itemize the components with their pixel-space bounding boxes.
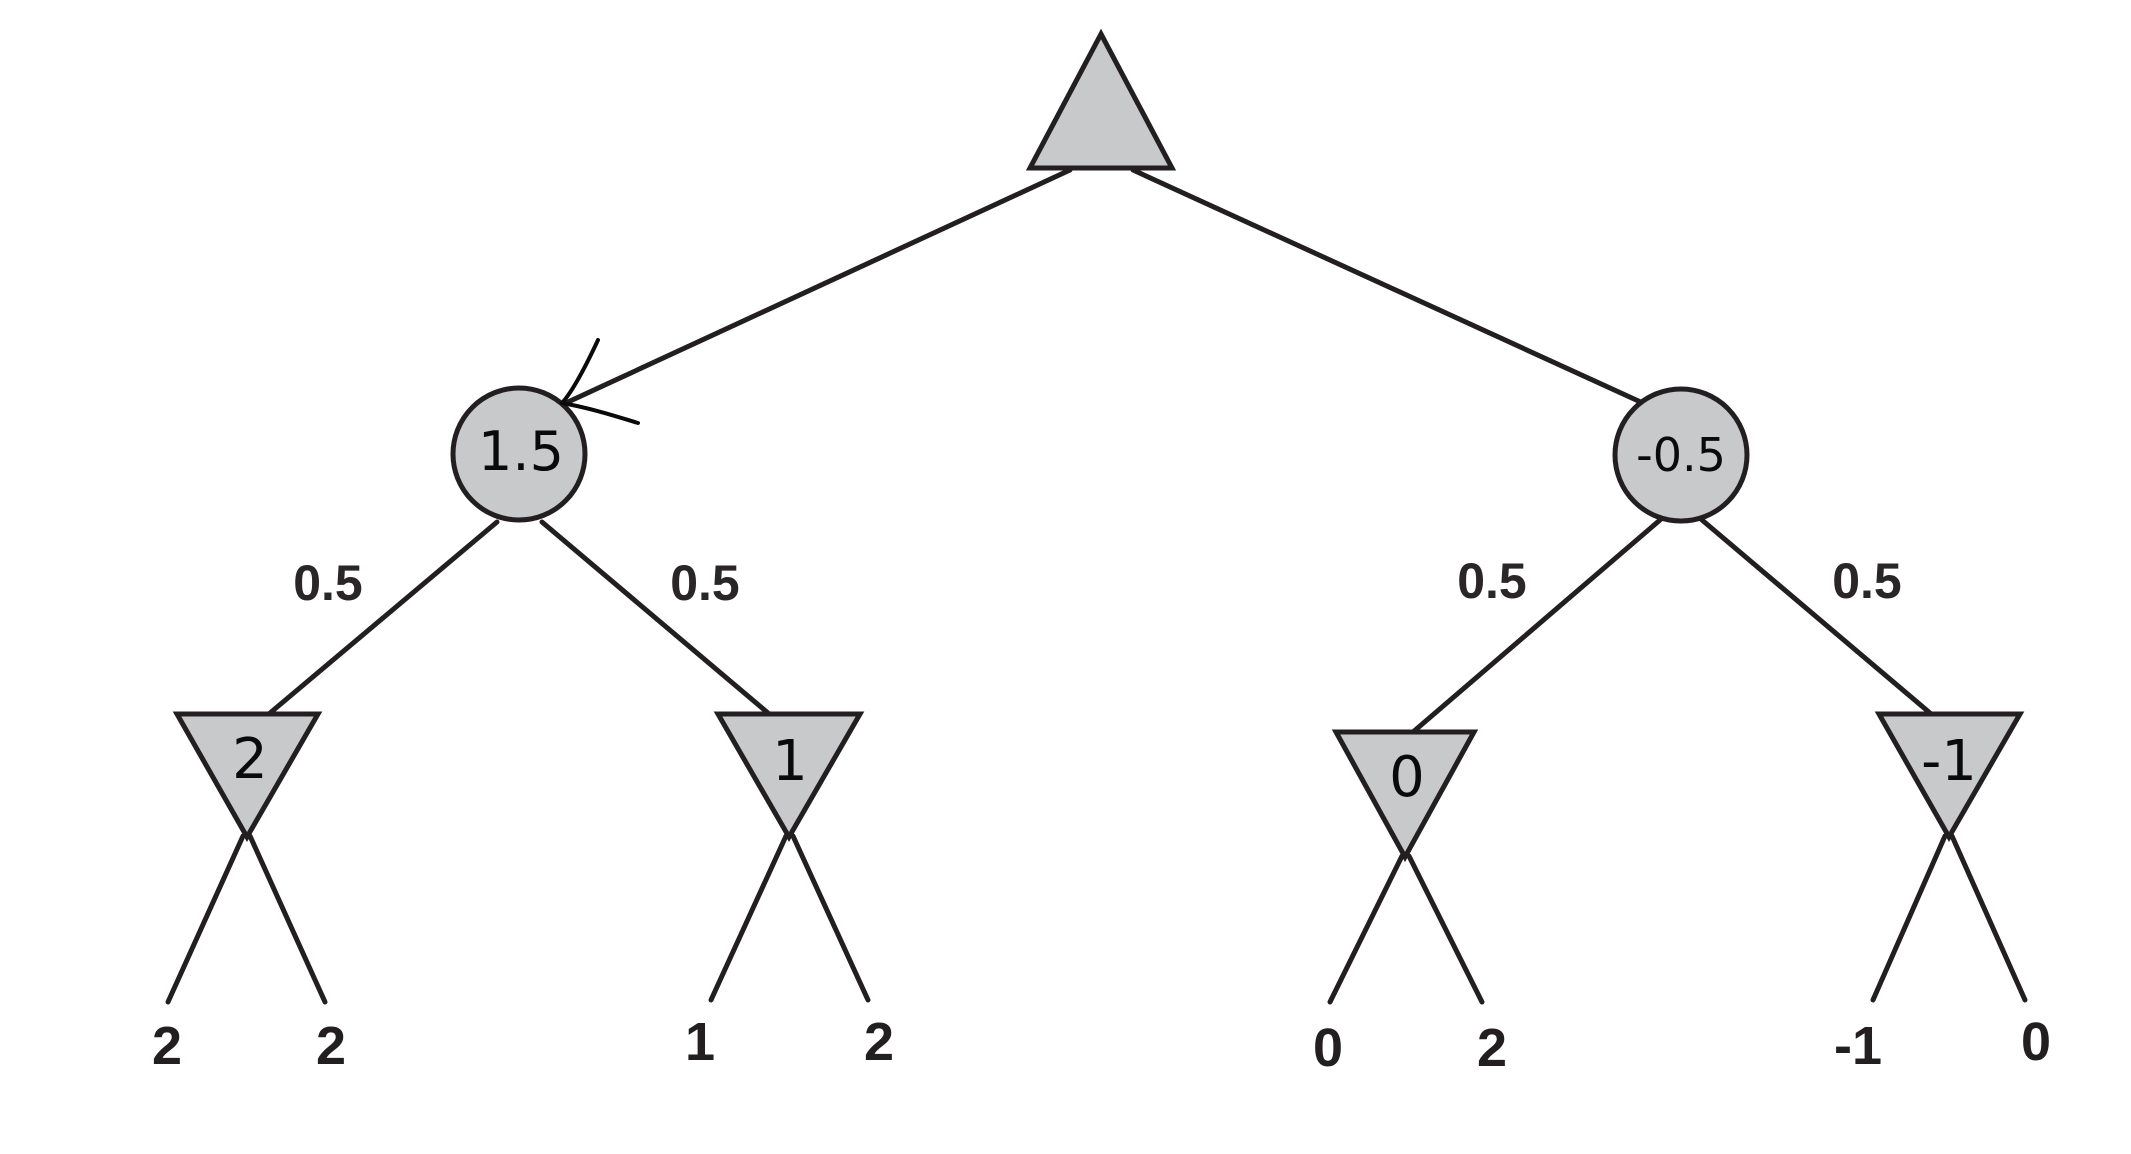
edge-chance-left-min-2 — [539, 519, 771, 716]
edge-min-2-leaf-1 — [708, 833, 789, 1003]
prob-label-c1-right: 0.5 — [670, 555, 740, 611]
edge-root-chance-right — [1130, 167, 1648, 407]
chance-value-right: -0.5 — [1636, 428, 1726, 482]
prob-label-c2-left: 0.5 — [1457, 553, 1527, 609]
leaf-value-8: 0 — [2021, 1012, 2051, 1072]
leaf-value-7: -1 — [1834, 1016, 1882, 1076]
min-node-4 — [1874, 711, 2025, 843]
min-node-1 — [172, 711, 323, 843]
edge-min-3-leaf-2 — [1406, 853, 1485, 1005]
edge-min-3-leaf-1 — [1327, 853, 1405, 1005]
edge-min-1-leaf-2 — [247, 833, 328, 1005]
edge-min-1-leaf-1 — [165, 833, 246, 1005]
edge-min-4-leaf-2 — [1949, 833, 2028, 1003]
edge-root-chance-left — [565, 167, 1073, 405]
min-value-4: -1 — [1921, 729, 1977, 794]
min-value-3: 0 — [1389, 745, 1425, 810]
leaf-value-6: 2 — [1477, 1018, 1507, 1078]
min-value-2: 1 — [772, 729, 808, 794]
leaf-value-4: 2 — [864, 1012, 894, 1072]
edge-chance-right-min-3 — [1410, 517, 1663, 735]
leaf-value-2: 2 — [316, 1016, 346, 1076]
prob-label-c1-left: 0.5 — [293, 555, 363, 611]
min-node-3 — [1331, 729, 1479, 863]
leaf-value-5: 0 — [1313, 1018, 1343, 1078]
edge-min-2-leaf-2 — [790, 833, 871, 1003]
leaf-value-3: 1 — [685, 1012, 715, 1072]
leaf-value-1: 2 — [152, 1016, 182, 1076]
chance-node-right — [1612, 386, 1750, 524]
max-node-root — [1025, 28, 1177, 171]
min-value-1: 2 — [232, 727, 268, 792]
handwritten-arrow-icon — [560, 338, 640, 425]
chance-node-left — [450, 385, 588, 523]
edge-chance-left-min-1 — [267, 519, 500, 716]
prob-label-c2-right: 0.5 — [1832, 553, 1902, 609]
edge-min-4-leaf-1 — [1870, 833, 1948, 1003]
chance-value-left: 1.5 — [478, 420, 564, 483]
edge-chance-right-min-4 — [1699, 517, 1933, 716]
min-node-2 — [713, 711, 865, 843]
